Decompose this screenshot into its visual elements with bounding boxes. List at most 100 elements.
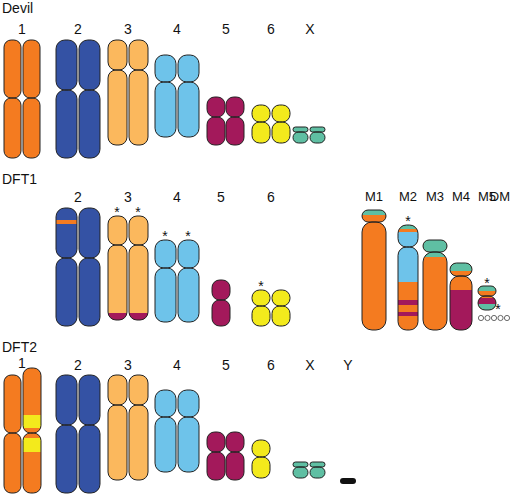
- chromatid-fill: [23, 368, 41, 493]
- chromatid-outline: [178, 82, 199, 137]
- chromatid-color: [212, 280, 230, 326]
- asterisk-mark: *: [135, 205, 140, 219]
- chromosome-band: [362, 215, 386, 218]
- chromatid-color: [423, 240, 447, 330]
- chromosome-label: 3: [124, 22, 132, 36]
- chromatid-fill: [226, 432, 244, 480]
- chromatid-fill: [79, 375, 100, 493]
- chromosome-label: X: [305, 358, 314, 372]
- chromatid-fill: [178, 55, 199, 137]
- chromatid-outline: [56, 90, 77, 158]
- chromatid-color: [293, 127, 308, 143]
- chromatid-color: [23, 368, 41, 493]
- chromosome-band: [56, 220, 77, 224]
- chromatid-color: [108, 40, 127, 145]
- chromatid-outline: [79, 375, 100, 425]
- chromatid-fill: [252, 290, 270, 326]
- chromatid-outline: [272, 105, 290, 122]
- chromatid-outline: [252, 457, 270, 478]
- asterisk-mark: *: [495, 302, 500, 316]
- chromosome-label: 2: [74, 358, 82, 372]
- chromatid-color: [155, 55, 176, 137]
- chromosome-label: M2: [399, 190, 417, 203]
- chromosome-label: M1: [365, 190, 383, 203]
- chromatid-outline: [293, 132, 308, 143]
- chromatid-outline: [79, 40, 100, 90]
- chromosome-band: [23, 415, 41, 428]
- chromatid-outline: [398, 247, 418, 330]
- chromatid-color: [129, 375, 148, 480]
- chromatid-outline: [155, 268, 176, 322]
- chromatid-fill: [252, 105, 270, 143]
- asterisk-mark: *: [114, 205, 119, 219]
- chromosome-label: 4: [173, 358, 181, 372]
- y-chromosome: [340, 478, 356, 484]
- chromatid-outline: [293, 127, 308, 132]
- chromatid-fill: [450, 263, 472, 330]
- chromatid-fill: [272, 105, 290, 143]
- chromatid-outline: [293, 462, 308, 467]
- section-title: Devil: [2, 1, 33, 15]
- double-minute: [498, 315, 503, 320]
- chromatid-outline: [108, 216, 127, 245]
- chromosome-band: [129, 313, 148, 320]
- chromatid-color: [226, 432, 244, 480]
- chromatid-color: [79, 208, 100, 326]
- chromatid-color: [398, 225, 418, 330]
- chromosome-band: [398, 232, 418, 282]
- chromatid-fill: [4, 40, 21, 158]
- chromatid-fill: [310, 127, 325, 143]
- chromatid-color: [56, 40, 77, 158]
- chromatid-outline: [155, 417, 176, 472]
- chromatid-outline: [212, 300, 230, 326]
- chromatid-fill: [108, 216, 127, 320]
- chromatid-outline: [129, 245, 148, 320]
- chromatid-color: [79, 40, 100, 158]
- chromatid-fill: [79, 208, 100, 326]
- chromosome-label: 3: [124, 358, 132, 372]
- chromosome-label: 2: [74, 22, 82, 36]
- chromatid-outline: [226, 452, 244, 480]
- chromatid-outline: [310, 127, 325, 132]
- chromatid-color: [207, 97, 225, 145]
- chromatid-fill: [252, 440, 270, 478]
- chromatid-outline: [155, 240, 176, 268]
- chromatid-outline: [252, 440, 270, 457]
- asterisk-mark: *: [258, 279, 263, 293]
- chromatid-outline: [129, 216, 148, 245]
- chromatid-fill: [362, 210, 386, 330]
- chromatid-outline: [398, 225, 418, 247]
- chromatid-outline: [4, 98, 21, 158]
- chromatid-outline: [226, 97, 244, 117]
- chromatid-fill: [398, 225, 418, 330]
- section-title: DFT1: [2, 172, 37, 186]
- chromatid-fill: [272, 290, 290, 326]
- chromatid-outline: [108, 245, 127, 320]
- chromosome-label: 3: [124, 190, 132, 204]
- chromatid-fill: [129, 216, 148, 320]
- chromatid-fill: [129, 40, 148, 145]
- double-minute: [491, 315, 496, 320]
- chromatid-fill: [178, 390, 199, 472]
- chromatid-color: [226, 97, 244, 145]
- section-title: DFT2: [2, 340, 37, 354]
- chromatid-outline: [79, 208, 100, 258]
- chromatid-outline: [478, 296, 496, 310]
- asterisk-mark: *: [405, 214, 410, 228]
- chromatid-fill: [129, 375, 148, 480]
- chromatid-outline: [56, 208, 77, 258]
- chromatid-color: [362, 210, 386, 330]
- chromatid-color: [178, 390, 199, 472]
- chromatid-fill: [56, 375, 77, 493]
- chromatid-outline: [56, 425, 77, 493]
- chromosome-label: 1: [18, 22, 26, 36]
- chromatid-color: [56, 208, 77, 326]
- chromosome-label: 6: [267, 22, 275, 36]
- chromatid-outline: [450, 276, 472, 330]
- chromosome-label: 4: [173, 22, 181, 36]
- chromatid-outline: [226, 432, 244, 452]
- chromatid-color: [56, 375, 77, 493]
- chromatid-outline: [155, 55, 176, 82]
- chromatid-outline: [310, 462, 325, 467]
